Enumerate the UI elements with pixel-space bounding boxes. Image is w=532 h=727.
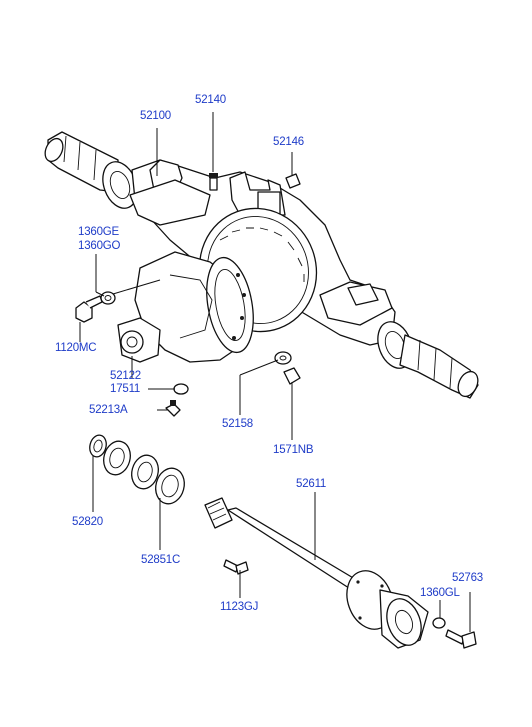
part-label-52611[interactable]: 52611 (296, 478, 327, 490)
part-label-1360GO[interactable]: 1360GO (78, 240, 121, 252)
nut-17511 (173, 383, 189, 395)
part-label-1123GJ[interactable]: 1123GJ (220, 601, 259, 613)
bearing-set-52851C (103, 440, 185, 505)
washer-52158 (274, 351, 292, 365)
nut-1360GE (100, 291, 116, 305)
pin-52146 (285, 173, 301, 189)
part-label-52820[interactable]: 52820 (72, 516, 103, 528)
seal-52820 (89, 434, 107, 458)
part-label-52763[interactable]: 52763 (452, 572, 483, 584)
part-label-52213A[interactable]: 52213A (89, 404, 128, 416)
part-label-52100[interactable]: 52100 (140, 110, 171, 122)
plug-52213A (165, 400, 181, 417)
differential-carrier (117, 251, 254, 363)
part-label-52158[interactable]: 52158 (222, 418, 253, 430)
part-label-52851C[interactable]: 52851C (141, 554, 181, 566)
bolt-1123GJ (223, 559, 249, 575)
part-label-1120MC[interactable]: 1120MC (55, 342, 97, 354)
leader-lines (79, 112, 471, 632)
part-label-52122[interactable]: 52122 (110, 370, 141, 382)
bolt-1120MC (75, 295, 103, 323)
part-label-17511[interactable]: 17511 (110, 383, 141, 395)
part-label-52140[interactable]: 52140 (195, 94, 226, 106)
part-label-1571NB[interactable]: 1571NB (273, 444, 314, 456)
stud-52140 (209, 173, 218, 191)
plug-1571NB (283, 367, 301, 385)
part-label-52146[interactable]: 52146 (273, 136, 304, 148)
axle-housing (44, 131, 479, 399)
axle-shaft-52611 (204, 497, 429, 649)
part-label-1360GE[interactable]: 1360GE (78, 226, 119, 238)
bolt-52763 (445, 629, 477, 649)
part-label-1360GL[interactable]: 1360GL (420, 587, 460, 599)
nut-1360GL (432, 617, 446, 629)
